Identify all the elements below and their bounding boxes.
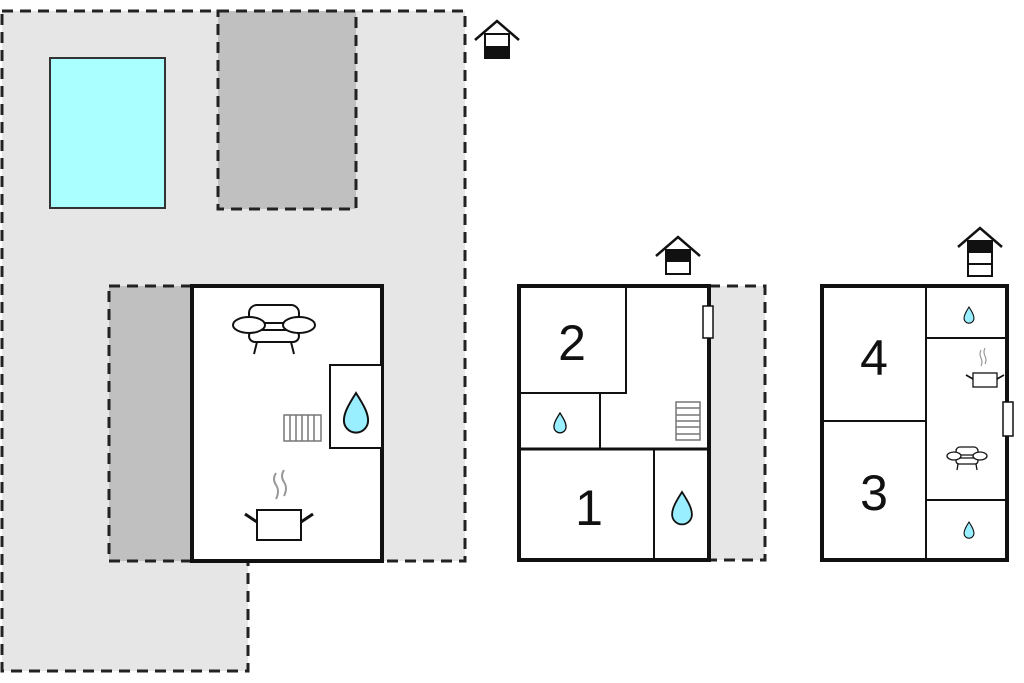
covered-terrace-left (107, 284, 195, 563)
floor-1-plan: 2 1 (517, 235, 767, 562)
sofa-icon (232, 304, 316, 355)
radiator-icon (675, 401, 701, 441)
balcony (707, 284, 767, 562)
floor-2-plan: 4 3 (820, 226, 1014, 562)
site-plan (0, 9, 520, 673)
cooking-pot-icon (965, 347, 1005, 388)
room-label-3: 3 (860, 465, 888, 521)
radiator-icon (283, 414, 322, 442)
house-level-icon-ground (474, 19, 520, 59)
swimming-pool (49, 57, 166, 209)
cooking-pot-icon (244, 469, 314, 541)
house-level-icon-floor-2 (957, 226, 1003, 277)
door-icon (702, 305, 714, 339)
covered-terrace-top (216, 9, 358, 211)
sofa-icon (946, 446, 988, 471)
door-icon (1002, 401, 1014, 437)
room-label-2: 2 (558, 315, 586, 371)
floor-2-outline (820, 284, 1009, 562)
room-label-1: 1 (575, 480, 603, 536)
room-label-4: 4 (860, 330, 888, 386)
house-level-icon-floor-1 (655, 235, 701, 275)
